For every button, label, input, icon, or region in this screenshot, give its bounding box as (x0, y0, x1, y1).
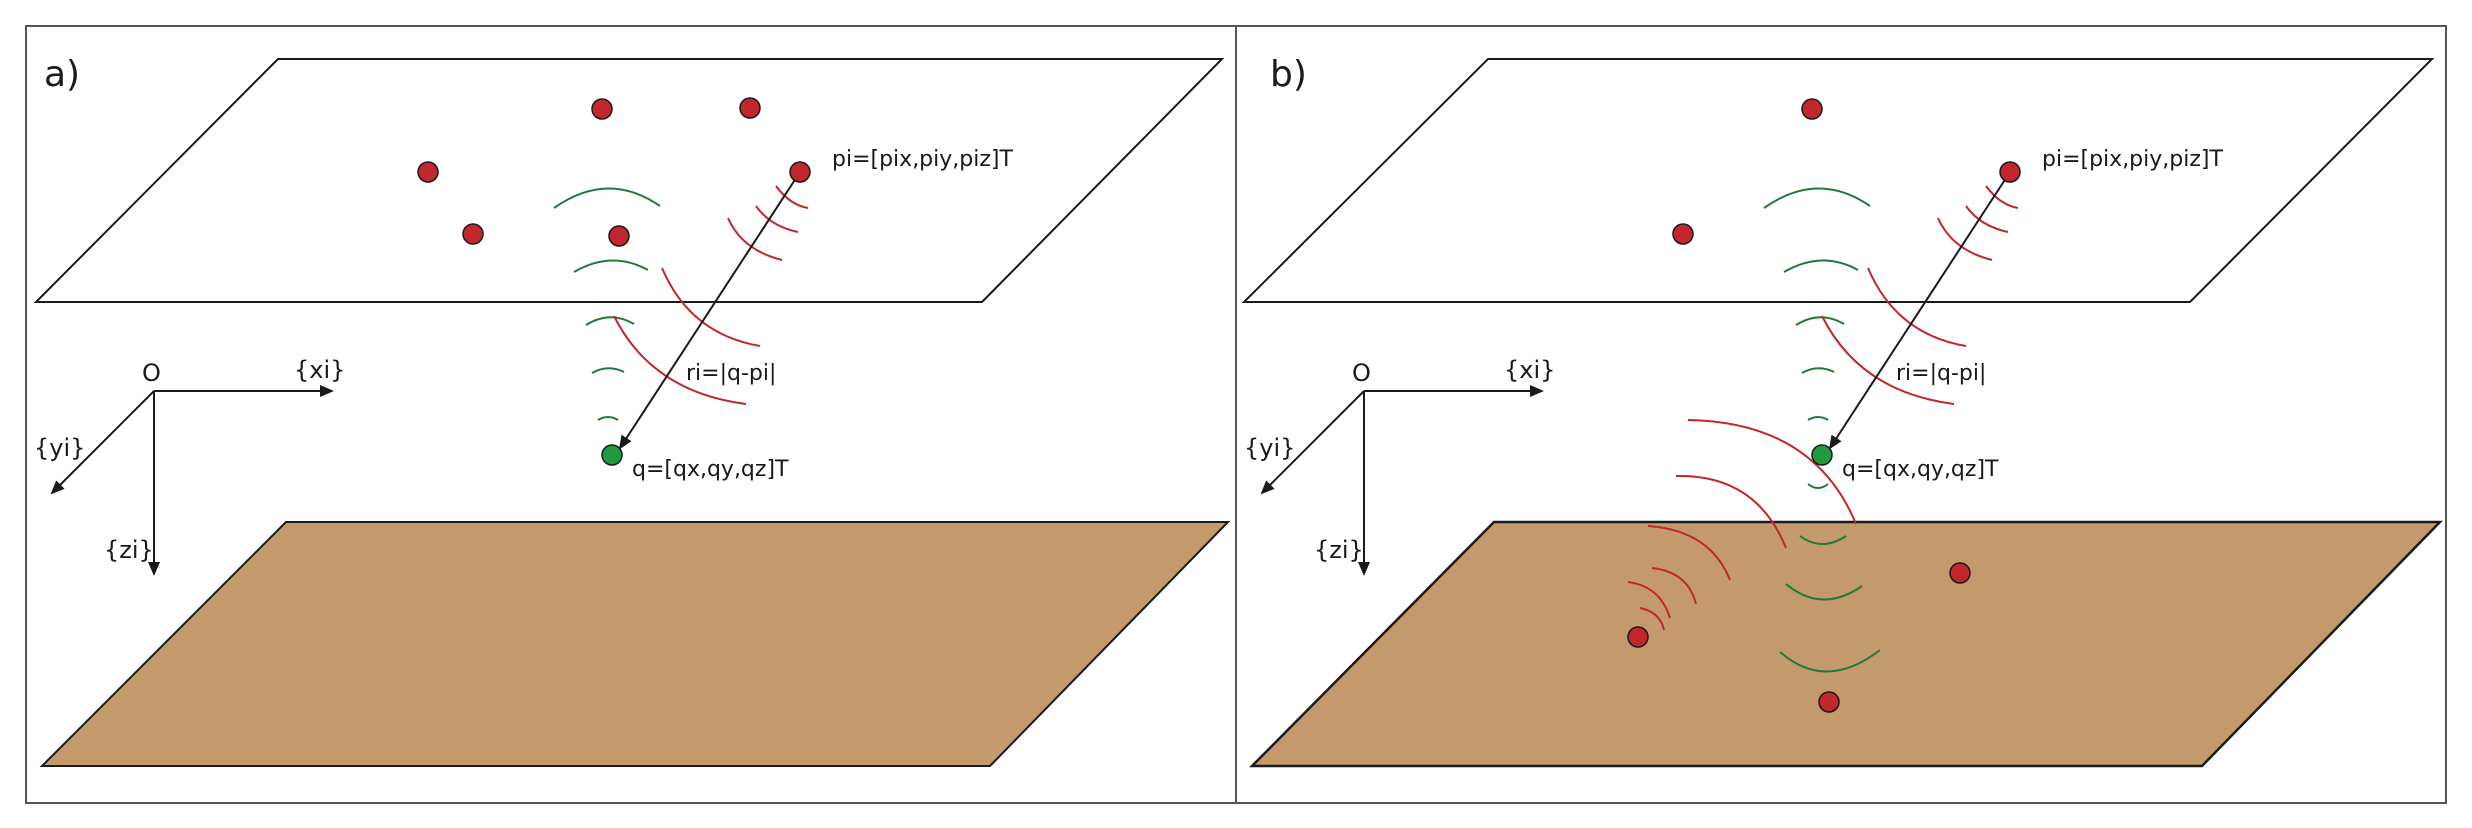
ground-anchor-node (1949, 562, 1971, 584)
z-axis-label: {zi} (104, 536, 154, 564)
anchor-node-i (789, 161, 811, 183)
ground-anchor-node (1627, 626, 1649, 648)
anchor-position-eq: pi=[pix,piy,piz]T (2042, 147, 2223, 172)
distance-eq: ri=|q-pi| (1896, 361, 1986, 386)
ground-plane (39, 521, 1231, 767)
anchor-node (739, 97, 761, 119)
green-signal-waves (553, 187, 661, 421)
anchor-nodes-ground (1627, 562, 1971, 713)
distance-vector (618, 171, 801, 450)
anchor-node (417, 161, 439, 183)
green-signal-waves-ground (1779, 483, 1881, 673)
panel-b-label: b) (1270, 54, 1307, 95)
ground-plane (1248, 520, 2443, 768)
anchor-position-eq: pi=[pix,piy,piz]T (832, 147, 1013, 172)
y-axis-label: {yi} (1244, 434, 1295, 462)
anchor-node (462, 223, 484, 245)
y-axis-label: {yi} (34, 434, 85, 462)
anchor-plane (33, 58, 1225, 303)
distance-eq: ri=|q-pi| (686, 361, 776, 386)
target-position-eq: q=[qx,qy,qz]T (1842, 457, 1999, 482)
anchor-node (591, 98, 613, 120)
target-node (1811, 444, 1833, 466)
red-signal-waves-ground (1627, 419, 1857, 631)
distance-vector (1828, 171, 2011, 450)
y-axis (50, 390, 155, 495)
coordinate-axes: O {xi} {yi} {zi} (34, 356, 345, 576)
anchor-plane (1241, 58, 2435, 303)
y-axis (1260, 390, 1365, 495)
anchor-node (1672, 223, 1694, 245)
ground-anchor-node (1818, 691, 1840, 713)
red-signal-waves-top (1821, 185, 2019, 405)
origin-label: O (1352, 359, 1371, 387)
origin-label: O (142, 359, 161, 387)
anchor-nodes (417, 97, 811, 247)
target-node (601, 444, 623, 466)
anchor-node-i (1999, 161, 2021, 183)
target-position-eq: q=[qx,qy,qz]T (632, 457, 789, 482)
panel-a: a) O {xi} {yi} {zi} (33, 54, 1231, 767)
green-signal-waves-top (1763, 187, 1871, 421)
anchor-nodes-top (1672, 98, 2021, 245)
coordinate-axes: O {xi} {yi} {zi} (1244, 356, 1555, 576)
panel-a-label: a) (44, 54, 80, 95)
z-axis-label: {zi} (1314, 536, 1364, 564)
anchor-node (608, 225, 630, 247)
x-axis-label: {xi} (294, 356, 345, 384)
anchor-node (1801, 98, 1823, 120)
panel-b: b) O {xi} {yi} {zi} (1241, 54, 2443, 768)
x-axis-label: {xi} (1504, 356, 1555, 384)
